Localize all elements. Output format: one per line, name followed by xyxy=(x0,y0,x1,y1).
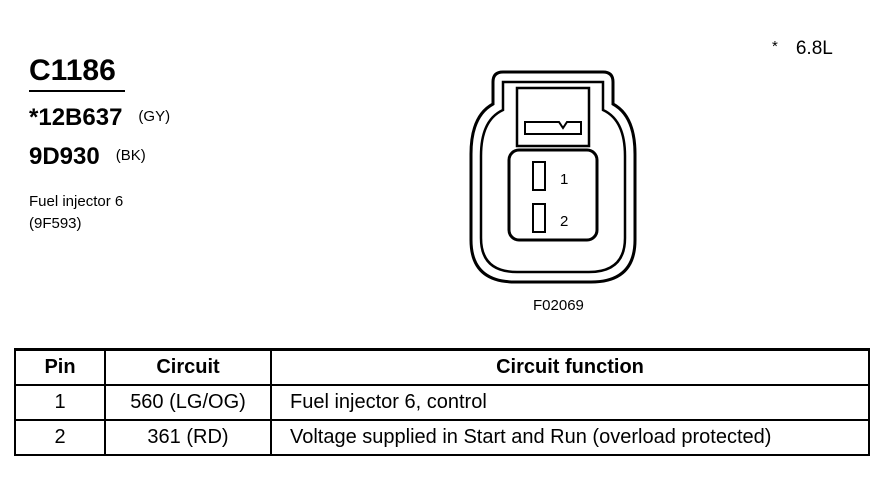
part-color: (BK) xyxy=(115,147,146,164)
note-marker: * xyxy=(772,38,778,55)
note-text: 6.8L xyxy=(795,38,833,59)
connector-face-diagram: 1 2 xyxy=(469,70,637,284)
table-row: 2 361 (RD) Voltage supplied in Start and… xyxy=(14,419,870,456)
cell-circuit: 560 (LG/OG) xyxy=(104,384,272,421)
connector-inner-shell xyxy=(479,80,627,274)
figure-code: F02069 xyxy=(533,297,584,314)
part-number-row: *12B637 (GY) xyxy=(29,104,170,132)
part-number-row: 9D930 (BK) xyxy=(29,143,146,171)
connector-latch xyxy=(515,86,591,148)
pin-cavity xyxy=(507,148,599,242)
header-circuit: Circuit xyxy=(104,348,272,386)
connector-id-underline xyxy=(29,90,125,92)
part-number: 9D930 xyxy=(29,143,100,170)
part-color: (GY) xyxy=(138,108,171,125)
engine-note: * 6.8L xyxy=(772,38,833,60)
table-row: 1 560 (LG/OG) Fuel injector 6, control xyxy=(14,384,870,421)
part-number: *12B637 xyxy=(29,104,123,131)
header-circuit-function: Circuit function xyxy=(270,348,870,386)
pin-1-terminal xyxy=(532,161,546,191)
header-pin: Pin xyxy=(14,348,106,386)
connector-id: C1186 xyxy=(29,54,116,87)
pin-table: Pin Circuit Circuit function 1 560 (LG/O… xyxy=(14,348,870,456)
connector-latch-tab xyxy=(524,121,582,135)
cell-pin: 2 xyxy=(14,419,106,456)
component-part-number: (9F593) xyxy=(29,215,82,232)
pin-2-label: 2 xyxy=(560,213,568,230)
table-header-row: Pin Circuit Circuit function xyxy=(14,348,870,386)
component-name: Fuel injector 6 xyxy=(29,193,124,210)
cell-circuit: 361 (RD) xyxy=(104,419,272,456)
connector-outer-shell xyxy=(469,70,637,284)
cell-function: Fuel injector 6, control xyxy=(270,384,870,421)
cell-pin: 1 xyxy=(14,384,106,421)
pin-1-label: 1 xyxy=(560,171,568,188)
cell-function: Voltage supplied in Start and Run (overl… xyxy=(270,419,870,456)
pin-2-terminal xyxy=(532,203,546,233)
